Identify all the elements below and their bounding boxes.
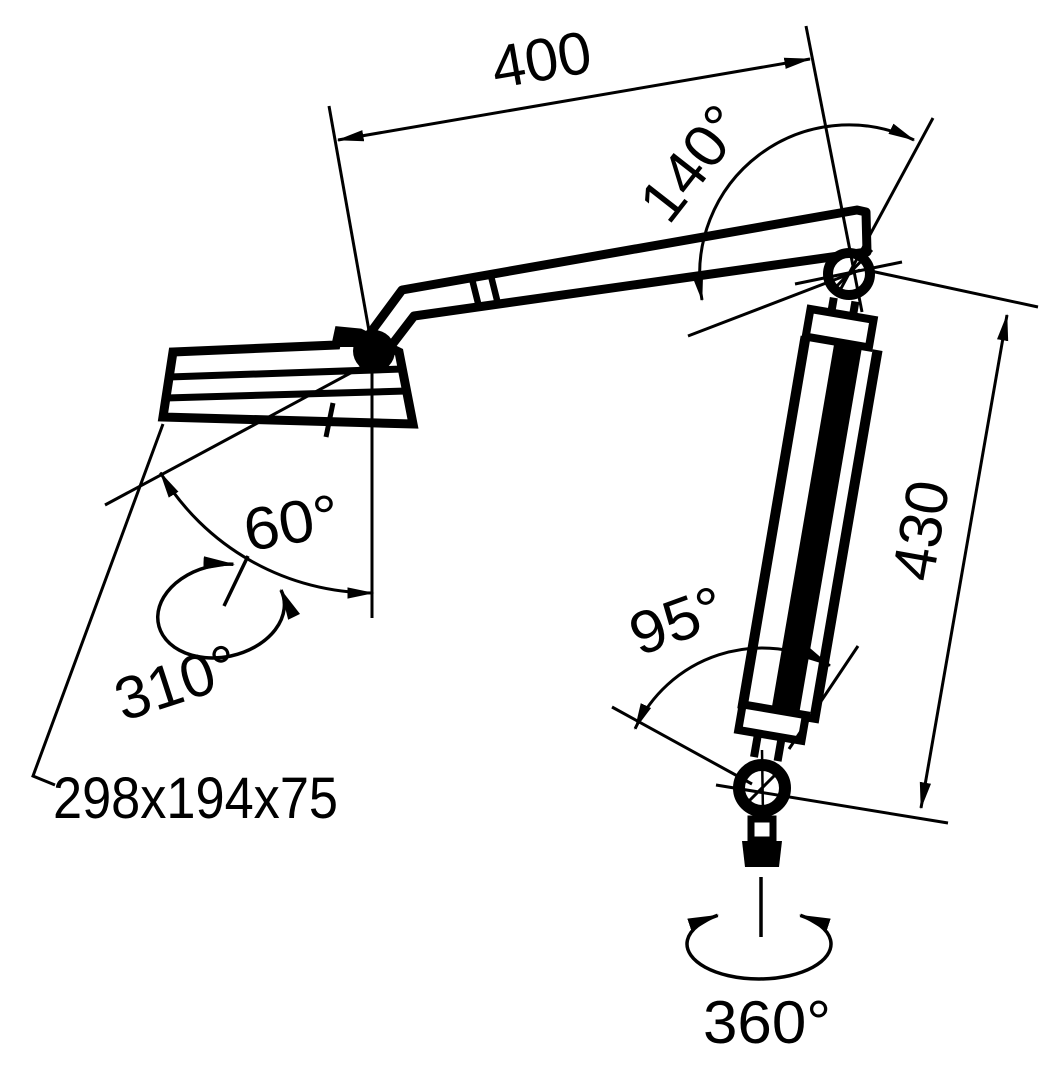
- head-knob: [323, 402, 336, 438]
- angle-95-boundary: [611, 705, 753, 786]
- dim-line-430: [919, 313, 1009, 810]
- lamp-head-stripe: [168, 365, 403, 381]
- ext-line: [715, 783, 949, 825]
- dim-line-400: [336, 57, 812, 142]
- rotation-arc-310: [156, 556, 300, 660]
- ext-line: [865, 268, 1039, 309]
- rotation-arc-360: [685, 913, 833, 981]
- angle-360-label: 360°: [703, 989, 831, 1056]
- dimension-430-label: 430: [879, 475, 962, 585]
- angle-140-boundary: [836, 117, 935, 295]
- upper-arm-joint-divider: [468, 278, 483, 308]
- angle-arc-140: [691, 123, 916, 302]
- angle-140-label: 140°: [626, 92, 758, 234]
- lower-joint-diagonal: [743, 768, 782, 807]
- angle-310-label: 310°: [106, 631, 247, 734]
- angle-60-label: 60°: [238, 481, 344, 564]
- upper-arm: [363, 205, 872, 364]
- head-dimensions-label: 298x194x75: [53, 766, 338, 831]
- head-size-leader: [31, 423, 165, 787]
- lower-joint-crosshair: [760, 749, 765, 816]
- lower-arm-crossbar-bottom: [733, 699, 811, 746]
- head-pivot-joint: [353, 330, 395, 372]
- lower-arm-crossbar-top: [801, 304, 879, 353]
- lower-arm-neck-bottom: [773, 736, 786, 762]
- ext-line: [327, 105, 373, 343]
- upper-arm-joint-divider: [487, 275, 502, 305]
- angle-arc-95: [633, 646, 832, 731]
- lower-arm-neck-bottom: [750, 732, 763, 758]
- head-pivot-step: [338, 330, 360, 347]
- angle-60-diagonal: [104, 360, 372, 507]
- dimension-lines: [156, 57, 1009, 981]
- lamp-head-stripe: [165, 387, 407, 402]
- dimension-400-label: 400: [486, 18, 596, 101]
- base-square-connector: [747, 815, 777, 844]
- base-stud: [742, 841, 782, 867]
